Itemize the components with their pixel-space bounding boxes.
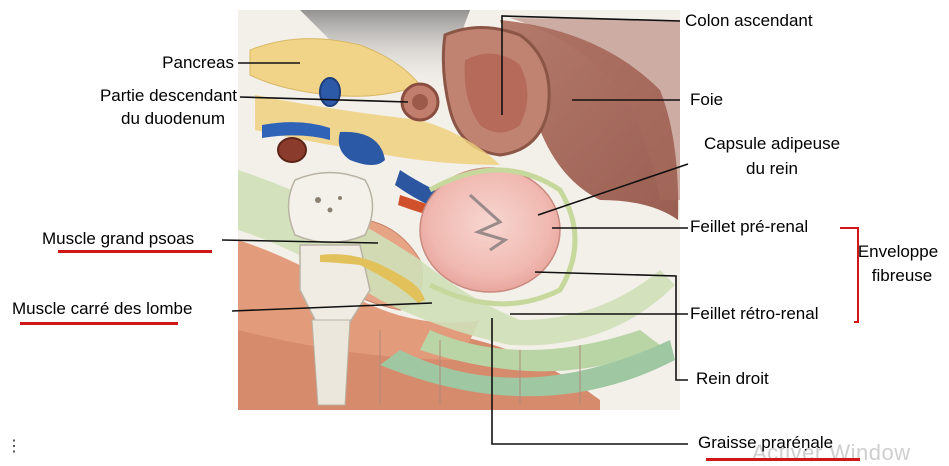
label-duodenum-line2: du duodenum bbox=[40, 109, 225, 129]
label-feillet-pre-renal: Feillet pré-renal bbox=[690, 217, 808, 237]
label-capsule-line2: du rein bbox=[688, 159, 856, 179]
label-pancreas: Pancreas bbox=[120, 53, 234, 73]
label-capsule-line1: Capsule adipeuse bbox=[688, 134, 856, 154]
label-muscle-grand-psoas: Muscle grand psoas bbox=[42, 229, 194, 249]
label-enveloppe-line1: Enveloppe bbox=[850, 242, 946, 262]
label-foie: Foie bbox=[690, 90, 723, 110]
underline-psoas bbox=[58, 250, 212, 253]
more-options-icon[interactable]: ⋮ bbox=[6, 436, 22, 456]
illustration bbox=[238, 10, 680, 410]
label-enveloppe-line2: fibreuse bbox=[856, 266, 948, 286]
underline-carre bbox=[20, 322, 178, 325]
label-graisse-prarenale: Graisse praréṇale bbox=[698, 433, 833, 453]
label-muscle-carre-des-lombe: Muscle carré des lombe bbox=[12, 299, 192, 319]
label-colon-ascendant: Colon ascendant bbox=[685, 11, 813, 31]
label-duodenum-line1: Partie descendant bbox=[40, 86, 237, 106]
underline-graisse bbox=[706, 458, 860, 461]
label-feillet-retro-renal: Feillet rétro-renal bbox=[690, 304, 819, 324]
label-rein-droit: Rein droit bbox=[696, 369, 769, 389]
